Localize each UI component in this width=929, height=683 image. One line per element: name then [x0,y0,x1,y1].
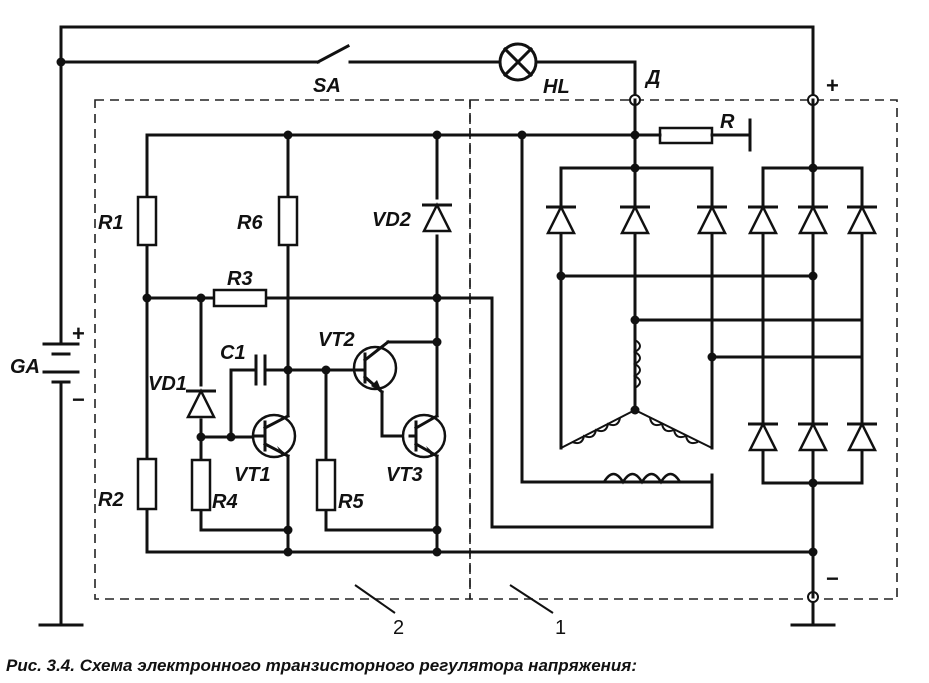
transistor-vt1 [251,413,297,459]
label-vd1: VD1 [148,373,187,395]
figure-caption: Рис. 3.4. Схема электронного транзисторн… [6,656,637,675]
excitation-winding [602,472,682,485]
resistor-r [658,126,714,145]
stator-windings [560,318,713,449]
label-ga-plus: + [72,321,85,346]
resistor-r1 [136,195,158,247]
label-r3: R3 [227,268,253,290]
label-r: R [720,111,735,133]
label-plus: + [826,73,839,98]
battery-ga [42,328,80,400]
diode-vd1 [184,389,218,419]
label-vd2: VD2 [372,209,411,231]
external-wiring [38,25,836,627]
transistor-vt2 [352,339,398,395]
regulator-schematic: SA HL Д + R R1 R6 VD2 R3 C1 VT2 VD1 VT1 … [10,25,898,639]
label-r1: R1 [98,212,124,234]
regulator-junctions [142,130,818,557]
label-r4: R4 [212,491,238,513]
label-block-1: 1 [555,617,566,639]
resistor-r3 [212,288,268,308]
resistor-r2 [136,457,158,511]
label-minus: − [826,566,839,591]
label-ga: GA [10,356,40,378]
label-hl: HL [543,76,570,98]
label-r6: R6 [237,212,263,234]
generator-wiring [520,98,864,599]
resistor-r4 [190,458,212,512]
resistor-r6 [277,195,299,247]
label-vt2: VT2 [318,329,355,351]
regulator-wiring [145,133,815,554]
label-c1: C1 [220,342,246,364]
label-ga-minus: − [72,387,85,412]
capacitor-c1 [254,354,267,386]
diode-vd2 [420,203,454,233]
block-2-boundary [94,99,471,600]
label-sa: SA [313,75,341,97]
resistor-r5 [315,458,337,512]
label-d: Д [644,67,660,89]
label-vt1: VT1 [234,464,271,486]
block-1-boundary [469,99,898,600]
label-r2: R2 [98,489,124,511]
lamp-hl [498,42,538,82]
label-block-2: 2 [393,617,404,639]
label-r5: R5 [338,491,364,513]
transistor-vt3 [401,413,447,459]
label-vt3: VT3 [386,464,423,486]
